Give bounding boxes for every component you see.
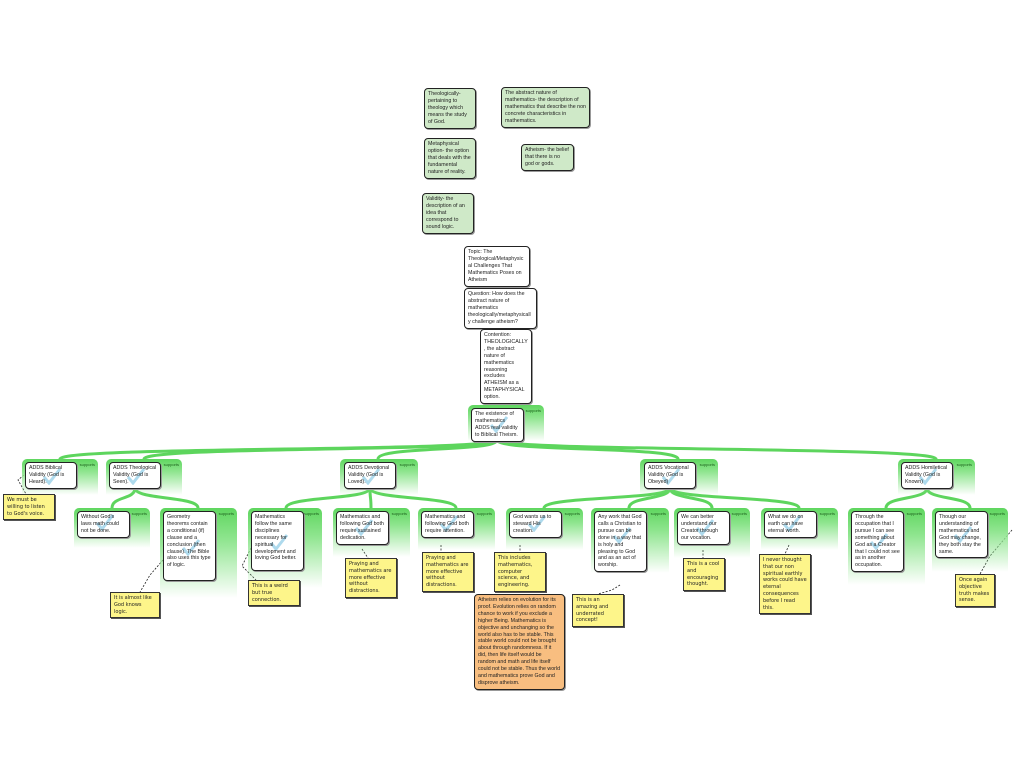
note-connector — [597, 584, 621, 595]
supports-label: supports — [303, 511, 319, 516]
evidence-box[interactable]: Mathematics and following God both requi… — [336, 511, 389, 545]
node-text: Contention: THEOLOGICALLY, the abstract … — [484, 332, 528, 401]
definition-box[interactable]: Theologically- pertaining to theology wh… — [424, 88, 476, 129]
node-text: ADDS Homiletical Validity (God is Known) — [905, 465, 948, 485]
evidence-box[interactable]: Mathematics follow the same disciplines … — [251, 511, 304, 571]
supports-label: supports — [79, 462, 95, 467]
evidence-box[interactable]: Though our understanding of mathematics … — [935, 511, 988, 559]
comment-note[interactable]: It is almost like God knows logic. — [110, 592, 160, 619]
comment-note[interactable]: This is an amazing and underrated concep… — [572, 594, 624, 628]
supports-label: supports — [731, 511, 747, 516]
node-text: Geometry theorems contain a conditional … — [167, 514, 211, 569]
node-text: ADDS Theological Validity (God is Seen). — [113, 465, 157, 485]
supports-label: supports — [906, 511, 922, 516]
support-link — [495, 438, 938, 461]
objection-box[interactable]: Atheism relies on evolution for its proo… — [474, 594, 565, 690]
comment-note[interactable]: Praying and mathematics are more effecti… — [345, 558, 397, 598]
node-text: Theologically- pertaining to theology wh… — [428, 91, 467, 125]
supports-label: supports — [476, 511, 492, 516]
evidence-box[interactable]: We can better understand our Creator thr… — [677, 511, 730, 545]
reason-box[interactable]: ADDS Homiletical Validity (God is Known) — [901, 462, 953, 489]
node-text: Mathematics and following God both requi… — [425, 514, 469, 534]
reason-box[interactable]: ADDS Vocational Validity (God is Obeyed) — [644, 462, 696, 489]
comment-note[interactable]: This includes mathematics, computer scie… — [494, 552, 546, 592]
node-text: Atheism- the belief that there is no god… — [525, 147, 569, 167]
evidence-box[interactable]: Mathematics and following God both requi… — [421, 511, 474, 538]
supports-label: supports — [699, 462, 715, 467]
definition-box[interactable]: Metaphysical option- the option that dea… — [424, 138, 476, 179]
comment-note[interactable]: Praying and mathematics are more effecti… — [422, 552, 474, 592]
question-box[interactable]: Question: How does the abstract nature o… — [464, 288, 537, 329]
supports-label: supports — [564, 511, 580, 516]
supports-label: supports — [163, 462, 179, 467]
evidence-box[interactable]: Any work that God calls a Christian to p… — [594, 511, 647, 573]
node-text: Mathematics and following God both requi… — [340, 514, 384, 541]
node-text: Atheism relies on evolution for its proo… — [478, 597, 561, 686]
comment-note[interactable]: This is a weird but true connection. — [248, 580, 300, 607]
supports-label: supports — [525, 408, 541, 413]
node-text: Mathematics follow the same disciplines … — [255, 514, 297, 562]
node-text: Validity- the description of an idea tha… — [426, 196, 465, 230]
supports-label: supports — [131, 511, 147, 516]
comment-note[interactable]: We must be willing to listen to God's vo… — [3, 494, 55, 521]
supports-label: supports — [819, 511, 835, 516]
evidence-box[interactable]: Without God's laws math could not be don… — [77, 511, 130, 538]
supports-label: supports — [391, 511, 407, 516]
evidence-box[interactable]: Through the occupation that I pursue I c… — [851, 511, 904, 573]
evidence-box[interactable]: What we do on earth can have eternal wor… — [764, 511, 817, 538]
reason-box[interactable]: ADDS Devotional Validity (God is Loved). — [344, 462, 396, 489]
node-text: Metaphysical option- the option that dea… — [428, 141, 471, 175]
node-text: Without God's laws math could not be don… — [81, 514, 119, 534]
node-text: God wants us to steward His creation. — [513, 514, 552, 534]
node-text: ADDS Devotional Validity (God is Loved). — [348, 465, 390, 485]
node-text: The existence of mathematics ADDS real v… — [475, 411, 518, 438]
topic-box[interactable]: Topic: The Theological/Metaphysical Chal… — [464, 246, 530, 287]
supports-label: supports — [956, 462, 972, 467]
node-text: What we do on earth can have eternal wor… — [768, 514, 804, 534]
node-text: The abstract nature of mathematics- the … — [505, 90, 586, 124]
comment-note[interactable]: Once again objective truth makes sense. — [955, 574, 995, 608]
comment-note[interactable]: I never thought that our non spiritual e… — [759, 554, 811, 615]
comment-note[interactable]: This is a cool and encouraging thought. — [683, 558, 725, 592]
node-text: We can better understand our Creator thr… — [681, 514, 719, 541]
definition-box[interactable]: The abstract nature of mathematics- the … — [501, 87, 590, 128]
node-text: ADDS Vocational Validity (God is Obeyed) — [648, 465, 689, 485]
node-text: Any work that God calls a Christian to p… — [598, 514, 642, 569]
evidence-box[interactable]: God wants us to steward His creation. — [509, 511, 562, 538]
definition-box[interactable]: Validity- the description of an idea tha… — [422, 193, 474, 234]
evidence-box[interactable]: Geometry theorems contain a conditional … — [163, 511, 216, 581]
node-text: Topic: The Theological/Metaphysical Chal… — [468, 249, 524, 283]
reason-box[interactable]: ADDS Biblical Validity (God is Heard). — [25, 462, 77, 489]
node-text: Through the occupation that I pursue I c… — [855, 514, 900, 569]
supports-label: supports — [218, 511, 234, 516]
reason-box[interactable]: ADDS Theological Validity (God is Seen). — [109, 462, 161, 489]
note-connector — [139, 559, 164, 593]
supports-label: supports — [989, 511, 1005, 516]
contention-box[interactable]: Contention: THEOLOGICALLY, the abstract … — [480, 329, 532, 405]
support-link — [376, 438, 499, 460]
supports-label: supports — [399, 462, 415, 467]
node-text: ADDS Biblical Validity (God is Heard). — [29, 465, 65, 485]
support-link — [142, 438, 499, 461]
node-text: Question: How does the abstract nature o… — [468, 291, 531, 325]
definition-box[interactable]: Atheism- the belief that there is no god… — [521, 144, 574, 171]
node-text: Though our understanding of mathematics … — [939, 514, 981, 555]
main-claim-box[interactable]: The existence of mathematics ADDS real v… — [471, 408, 524, 442]
supports-label: supports — [650, 511, 666, 516]
